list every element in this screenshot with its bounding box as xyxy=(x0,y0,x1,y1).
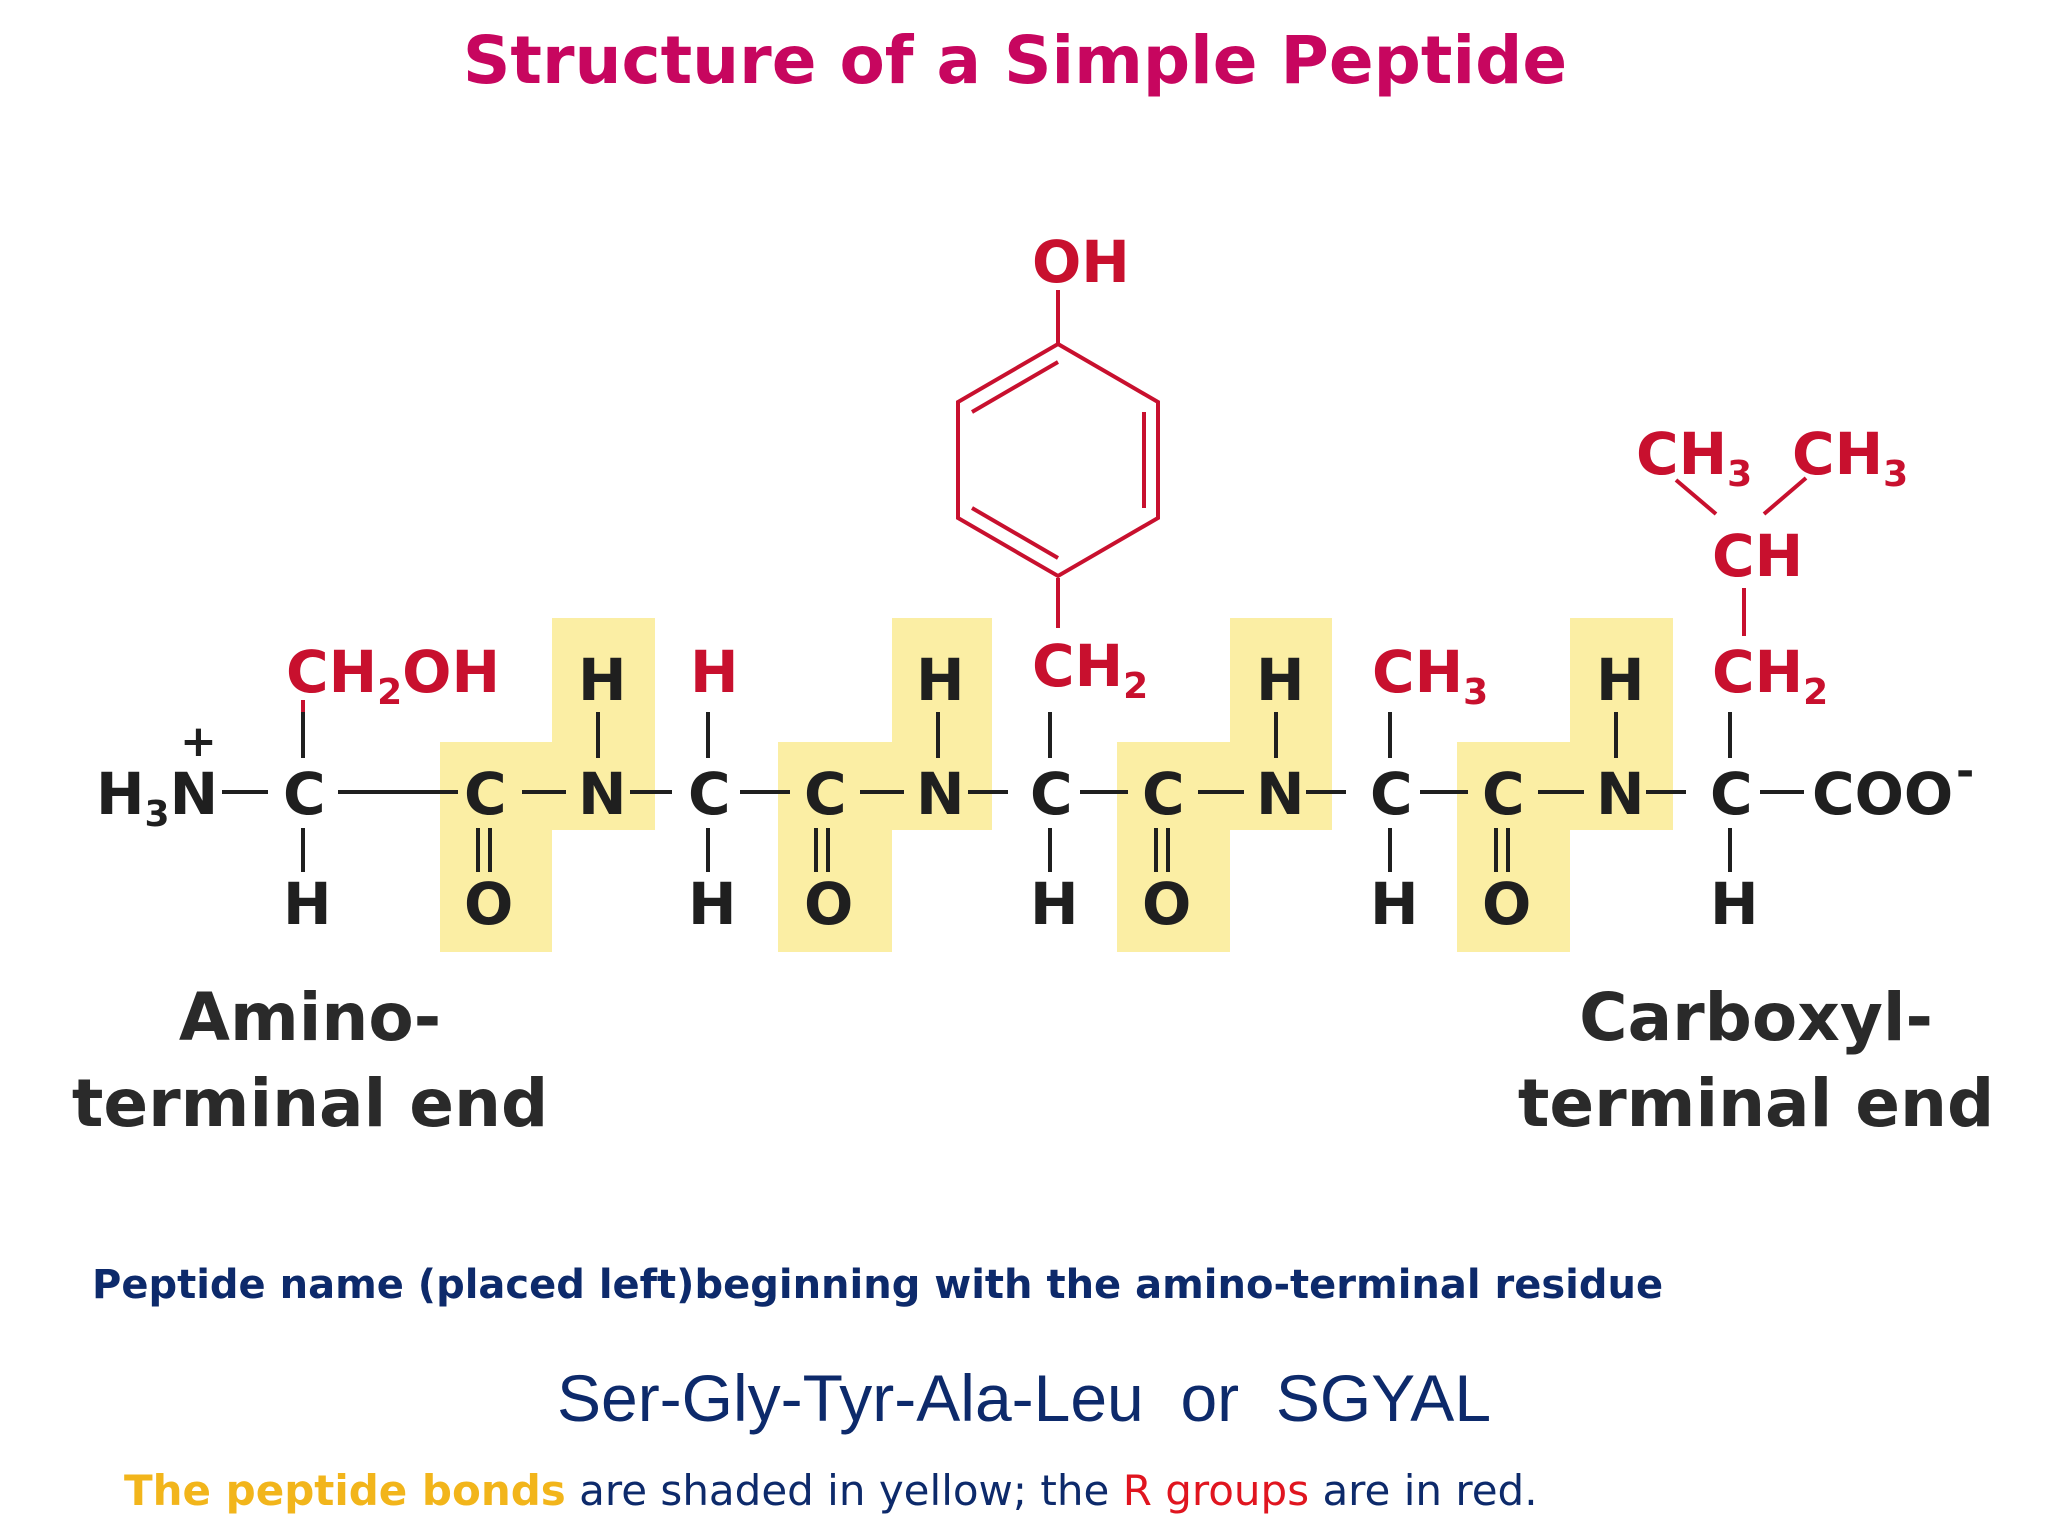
sequence-long: Ser-Gly-Tyr-Ala-Leu xyxy=(556,1361,1144,1435)
amide-n-2: N xyxy=(916,760,965,828)
carbonyl-o-2: O xyxy=(804,870,853,938)
carboxyl-terminal-label-line1: Carboxyl- xyxy=(1579,979,1933,1056)
leu-ch: CH xyxy=(1712,522,1803,590)
amide-h-4: H xyxy=(1596,646,1645,714)
amide-n-3: N xyxy=(1256,760,1305,828)
alpha-h-3: H xyxy=(1030,870,1079,938)
peptide-bond-shade-2 xyxy=(778,618,992,952)
ala-r-group: CH3 xyxy=(1372,638,1488,713)
backbone-atoms: H3N + C H C O N H C H C O N H C H C O N … xyxy=(96,646,1974,938)
amide-h-1: H xyxy=(578,646,627,714)
alpha-h-5: H xyxy=(1710,870,1759,938)
sequence-short: SGYAL xyxy=(1275,1361,1492,1435)
peptide-bond-shade-4 xyxy=(1457,618,1673,952)
alpha-carbon-2: C xyxy=(688,760,731,828)
leu-ch3-left: CH3 xyxy=(1636,420,1752,495)
tyr-ch2: CH2 xyxy=(1032,632,1148,707)
plus-charge: + xyxy=(180,716,217,767)
minus-charge: - xyxy=(1956,746,1974,797)
leu-ch3-right: CH3 xyxy=(1792,420,1908,495)
alpha-carbon-1: C xyxy=(283,760,326,828)
gly-r-group: H xyxy=(690,638,739,706)
alpha-carbon-5: C xyxy=(1710,760,1753,828)
carbonyl-o-4: O xyxy=(1482,870,1531,938)
peptide-bonds-text: The peptide bonds xyxy=(124,1466,566,1515)
c-terminus-coo: COO xyxy=(1812,760,1953,828)
page-title: Structure of a Simple Peptide xyxy=(462,22,1568,99)
ser-r-group: CH2OH xyxy=(286,638,500,713)
amide-h-3: H xyxy=(1256,646,1305,714)
peptide-bond-shade-1 xyxy=(440,618,655,952)
amide-n-4: N xyxy=(1596,760,1645,828)
shade-text-2: are shaded in yellow; the xyxy=(565,1466,1123,1515)
n-terminus-h: H3N xyxy=(96,760,218,835)
alpha-carbon-3: C xyxy=(1030,760,1073,828)
leu-ch2: CH2 xyxy=(1712,638,1828,713)
r-groups-text: R groups xyxy=(1122,1466,1310,1515)
naming-note: Peptide name (placed left)beginning with… xyxy=(92,1262,1664,1308)
carbonyl-c-1: C xyxy=(464,760,507,828)
amino-terminal-label-line2: terminal end xyxy=(72,1065,548,1142)
alpha-carbon-4: C xyxy=(1370,760,1413,828)
peptide-bond-shade-3 xyxy=(1117,618,1332,952)
peptide-bond-shading xyxy=(440,618,1673,952)
amide-n-1: N xyxy=(578,760,627,828)
r-group-atoms: CH2OH H OH CH2 CH3 CH2 CH CH3 CH3 xyxy=(286,228,1908,713)
carbonyl-c-3: C xyxy=(1142,760,1185,828)
shade-text-4: are in red. xyxy=(1309,1466,1538,1515)
tyrosine-benzene-ring xyxy=(956,341,1160,579)
shading-note: The peptide bonds are shaded in yellow; … xyxy=(124,1466,1538,1515)
sequence-line: Ser-Gly-Tyr-Ala-Leu or SGYAL xyxy=(0,1360,2048,1436)
amino-terminal-label-line1: Amino- xyxy=(179,979,441,1056)
carbonyl-c-2: C xyxy=(804,760,847,828)
alpha-h-1: H xyxy=(283,870,332,938)
backbone-bonds xyxy=(222,712,1804,872)
sequence-or: or xyxy=(1180,1361,1240,1435)
r-group-bonds xyxy=(956,290,1808,636)
amide-h-2: H xyxy=(916,646,965,714)
carbonyl-c-4: C xyxy=(1482,760,1525,828)
carboxyl-terminal-label-line2: terminal end xyxy=(1518,1065,1994,1142)
alpha-h-2: H xyxy=(688,870,737,938)
alpha-h-4: H xyxy=(1370,870,1419,938)
carbonyl-o-3: O xyxy=(1142,870,1191,938)
carbonyl-o-1: O xyxy=(464,870,513,938)
tyr-oh: OH xyxy=(1032,228,1130,296)
